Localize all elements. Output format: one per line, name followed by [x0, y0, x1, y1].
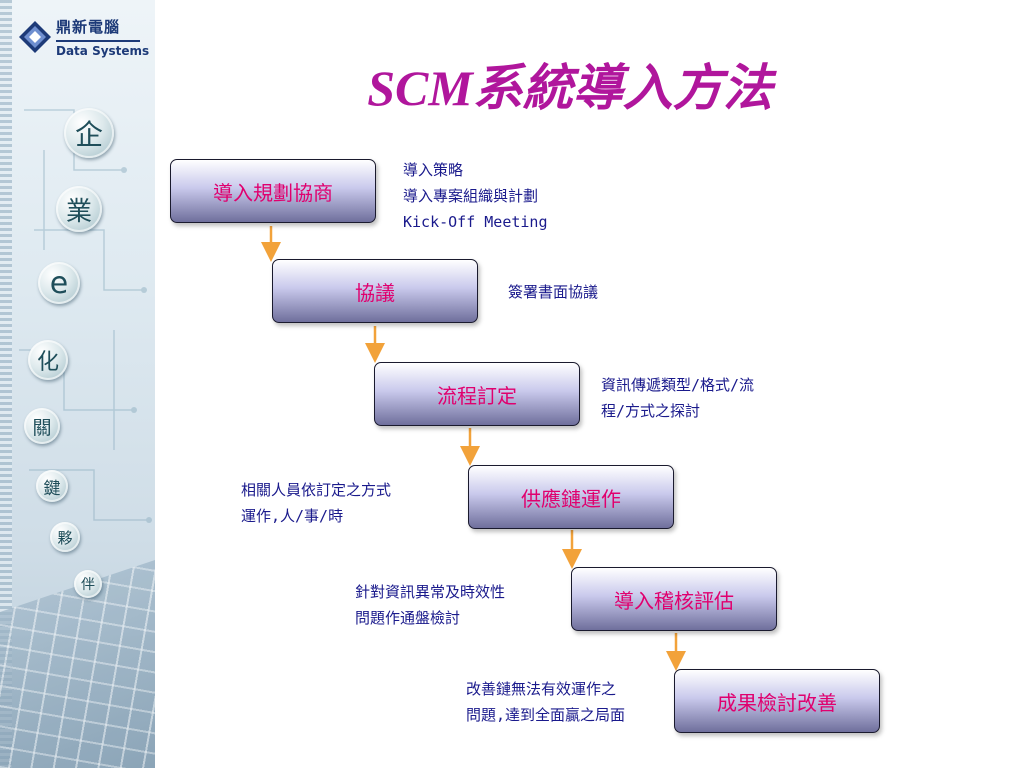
sidebar-char-2: 業	[56, 186, 102, 232]
note-audit-line-1: 針對資訊異常及時效性	[355, 583, 506, 601]
sidebar-char-1: 企	[64, 108, 114, 158]
step-result-review: 成果檢討改善	[674, 669, 880, 733]
note-operation-line-2: 運作,人/事/時	[241, 507, 344, 525]
sidebar-char-7: 夥	[50, 522, 80, 552]
company-logo: 鼎新電腦 Data Systems	[18, 14, 150, 68]
step-supply-chain-operation: 供應鏈運作	[468, 465, 674, 529]
page-title: SCM系統導入方法	[367, 60, 773, 116]
sidebar-char-6: 鍵	[36, 470, 68, 502]
note-operation-line-1: 相關人員依訂定之方式	[241, 481, 392, 499]
sidebar-char-3: e	[38, 262, 80, 304]
logo-divider	[56, 40, 140, 42]
step-process-definition: 流程訂定	[374, 362, 580, 426]
logo-diamond-icon	[19, 21, 51, 53]
step-audit-evaluation: 導入稽核評估	[571, 567, 777, 631]
side-banner: 鼎新電腦 Data Systems 企 業 e 化 關 鍵 夥 伴	[0, 0, 155, 768]
note-process-line-1: 資訊傳遞類型/格式/流	[601, 376, 755, 394]
sidebar-char-4: 化	[28, 340, 68, 380]
note-process-line-2: 程/方式之探討	[601, 402, 701, 420]
note-supply-chain-operation: 相關人員依訂定之方式 運作,人/事/時	[241, 477, 391, 529]
note-audit-line-2: 問題作通盤檢討	[355, 609, 461, 627]
sidebar-char-5: 關	[24, 408, 60, 444]
note-planning-line-3: Kick-Off Meeting	[403, 213, 548, 231]
step-planning: 導入規劃協商	[170, 159, 376, 223]
note-agreement: 簽署書面協議	[508, 279, 598, 305]
note-planning-line-1: 導入策略	[403, 161, 464, 179]
note-result-line-1: 改善鏈無法有效運作之	[466, 680, 617, 698]
note-result-line-2: 問題,達到全面贏之局面	[466, 706, 626, 724]
note-audit-evaluation: 針對資訊異常及時效性 問題作通盤檢討	[355, 579, 505, 631]
sidebar-char-8: 伴	[74, 570, 102, 598]
side-stripe	[0, 0, 12, 768]
note-result-review: 改善鏈無法有效運作之 問題,達到全面贏之局面	[466, 676, 625, 728]
logo-brand-en: Data Systems	[56, 44, 150, 58]
logo-brand-cn: 鼎新電腦	[56, 18, 121, 36]
note-planning: 導入策略 導入專案組織與計劃 Kick-Off Meeting	[403, 157, 548, 235]
note-process-definition: 資訊傳遞類型/格式/流 程/方式之探討	[601, 372, 754, 424]
note-agreement-line-1: 簽署書面協議	[508, 283, 599, 301]
step-agreement: 協議	[272, 259, 478, 323]
note-planning-line-2: 導入專案組織與計劃	[403, 187, 539, 205]
